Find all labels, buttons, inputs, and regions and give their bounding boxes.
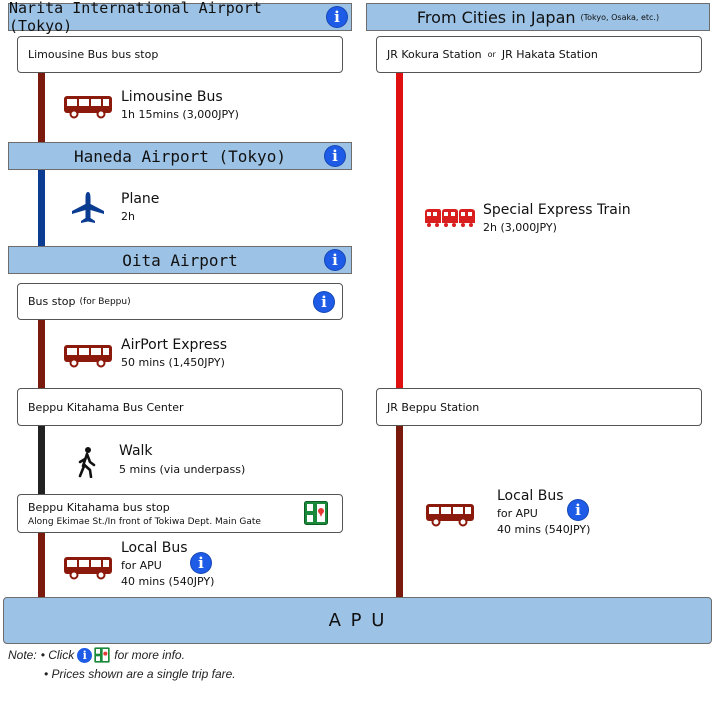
- local-bus-for-left: for APU: [121, 559, 162, 572]
- airport-express-detail: 50 mins (1,450JPY): [121, 356, 225, 369]
- local-bus-detail-right: 40 mins (540JPY): [497, 523, 591, 536]
- bus-icon: [64, 96, 112, 119]
- express-train-detail: 2h (3,000JPY): [483, 221, 557, 234]
- jr-stations-box: JR Kokura Station or JR Hakata Station: [376, 36, 702, 73]
- note-line1-start: • Click: [40, 648, 75, 662]
- note-line-1: Note: • Click i for more info.: [8, 647, 185, 663]
- note-line-2: • Prices shown are a single trip fare.: [44, 667, 236, 681]
- jr-stations-or: or: [487, 50, 496, 59]
- limousine-bus-detail: 1h 15mins (3,000JPY): [121, 108, 239, 121]
- note-prefix: Note:: [8, 648, 37, 662]
- narita-airport-header: Narita International Airport (Tokyo) i: [8, 0, 352, 35]
- bus-icon: [426, 504, 474, 527]
- jr-beppu-station-label: JR Beppu Station: [387, 400, 480, 414]
- express-train-route-line: [396, 73, 403, 388]
- bus-stop-box: Bus stop (for Beppu) i: [17, 283, 343, 320]
- train-icon: [425, 209, 475, 227]
- local-bus-for-right: for APU: [497, 507, 538, 520]
- info-icon[interactable]: i: [327, 7, 347, 27]
- haneda-airport-title: Haneda Airport (Tokyo): [74, 146, 286, 166]
- bus-stop-label: Bus stop: [28, 295, 76, 308]
- map-icon[interactable]: [304, 501, 328, 525]
- limousine-bus-stop-label: Limousine Bus bus stop: [28, 48, 159, 61]
- walk-name: Walk: [119, 443, 153, 459]
- info-icon[interactable]: i: [325, 146, 345, 166]
- kitahama-bus-center-label: Beppu Kitahama Bus Center: [28, 400, 184, 414]
- note-info-icon: i: [77, 647, 93, 663]
- cities-title: From Cities in Japan: [416, 7, 576, 27]
- local-bus-route-line-right: [396, 426, 403, 597]
- local-bus-name-left: Local Bus: [121, 540, 188, 556]
- walking-person-icon: [78, 447, 96, 478]
- note-line1-end: for more info.: [114, 648, 185, 662]
- jr-hakata-station: JR Hakata Station: [501, 48, 598, 61]
- kitahama-bus-stop-sub: Along Ekimae St./In front of Tokiwa Dept…: [28, 516, 261, 527]
- cities-header: From Cities in Japan (Tokyo, Osaka, etc.…: [366, 3, 710, 31]
- oita-airport-title: Oita Airport: [122, 250, 238, 270]
- jr-beppu-station-box: JR Beppu Station: [376, 388, 702, 426]
- plane-name: Plane: [121, 191, 160, 207]
- narita-airport-title: Narita International Airport (Tokyo): [9, 0, 262, 35]
- limousine-bus-name: Limousine Bus: [121, 89, 223, 105]
- note-map-icon: [94, 647, 110, 663]
- local-bus-route-line-left: [38, 533, 45, 597]
- local-bus-name-right: Local Bus: [497, 488, 564, 504]
- airport-express-name: AirPort Express: [121, 337, 228, 353]
- apu-destination: A P U: [3, 597, 712, 644]
- info-icon[interactable]: i: [314, 292, 334, 312]
- express-train-name: Special Express Train: [483, 202, 631, 218]
- limousine-route-line: [38, 73, 45, 143]
- local-bus-detail-left: 40 mins (540JPY): [121, 575, 215, 588]
- jr-kokura-station: JR Kokura Station: [387, 48, 482, 61]
- kitahama-bus-stop-label: Beppu Kitahama bus stop: [28, 500, 170, 514]
- info-icon[interactable]: i: [568, 500, 588, 520]
- info-icon[interactable]: i: [325, 250, 345, 270]
- haneda-airport-header: Haneda Airport (Tokyo) i: [8, 142, 352, 170]
- bus-stop-note: (for Beppu): [79, 296, 131, 307]
- cities-note: (Tokyo, Osaka, etc.): [580, 12, 660, 22]
- airport-express-route-line: [38, 320, 45, 388]
- plane-icon: [72, 192, 104, 223]
- walk-route-line: [38, 426, 45, 494]
- bus-icon: [64, 557, 112, 580]
- plane-detail: 2h: [121, 210, 135, 223]
- kitahama-bus-center-box: Beppu Kitahama Bus Center: [17, 388, 343, 426]
- oita-airport-header: Oita Airport i: [8, 246, 352, 274]
- plane-route-line: [38, 170, 45, 248]
- bus-icon: [64, 345, 112, 368]
- info-icon[interactable]: i: [191, 553, 211, 573]
- apu-label: A P U: [328, 610, 387, 631]
- walk-detail: 5 mins (via underpass): [119, 463, 246, 476]
- kitahama-bus-stop-box: Beppu Kitahama bus stop Along Ekimae St.…: [17, 494, 343, 533]
- limousine-bus-stop-box: Limousine Bus bus stop: [17, 36, 343, 73]
